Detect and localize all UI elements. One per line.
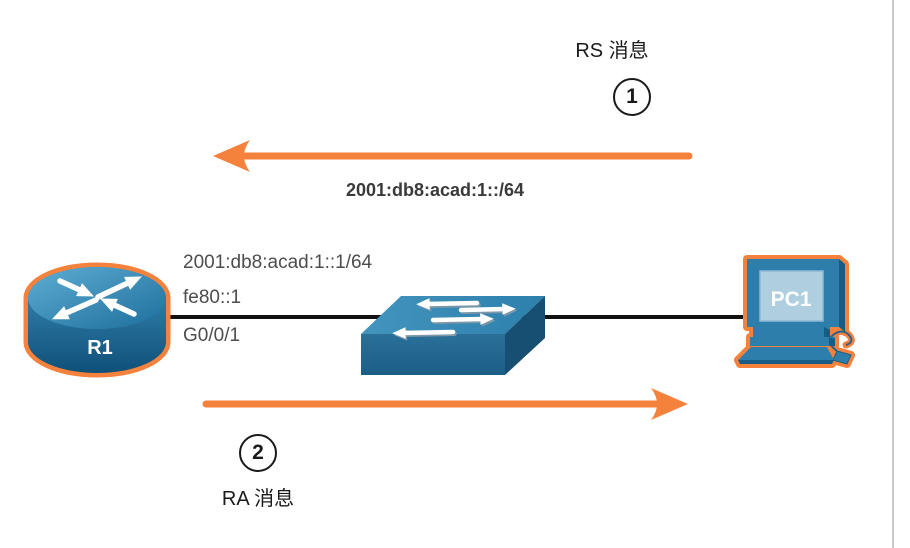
rs-arrow-left-icon xyxy=(213,140,693,172)
prefix-label: 2001:db8:acad:1::/64 xyxy=(345,180,525,200)
router-icon: R1 xyxy=(23,262,171,378)
step-2-number: 2 xyxy=(252,441,264,464)
router-link-local-label: fe80::1 xyxy=(183,287,242,308)
ra-message-label: RA 消息 xyxy=(221,488,295,510)
pc-icon: PC1 xyxy=(734,255,855,368)
ra-arrow-right-icon xyxy=(202,388,688,420)
pc-name-label: PC1 xyxy=(771,288,812,311)
router-interface-label: G0/0/1 xyxy=(183,325,241,346)
router-ipv6-address-label: 2001:db8:acad:1::1/64 xyxy=(183,252,373,273)
step-2-badge: 2 xyxy=(239,434,277,472)
step-1-number: 1 xyxy=(626,85,638,108)
step-1-badge: 1 xyxy=(613,78,651,116)
switch-icon xyxy=(361,296,545,375)
router-name-label: R1 xyxy=(87,337,113,359)
rs-message-label: RS 消息 xyxy=(575,40,649,62)
page-border-line xyxy=(892,0,894,548)
